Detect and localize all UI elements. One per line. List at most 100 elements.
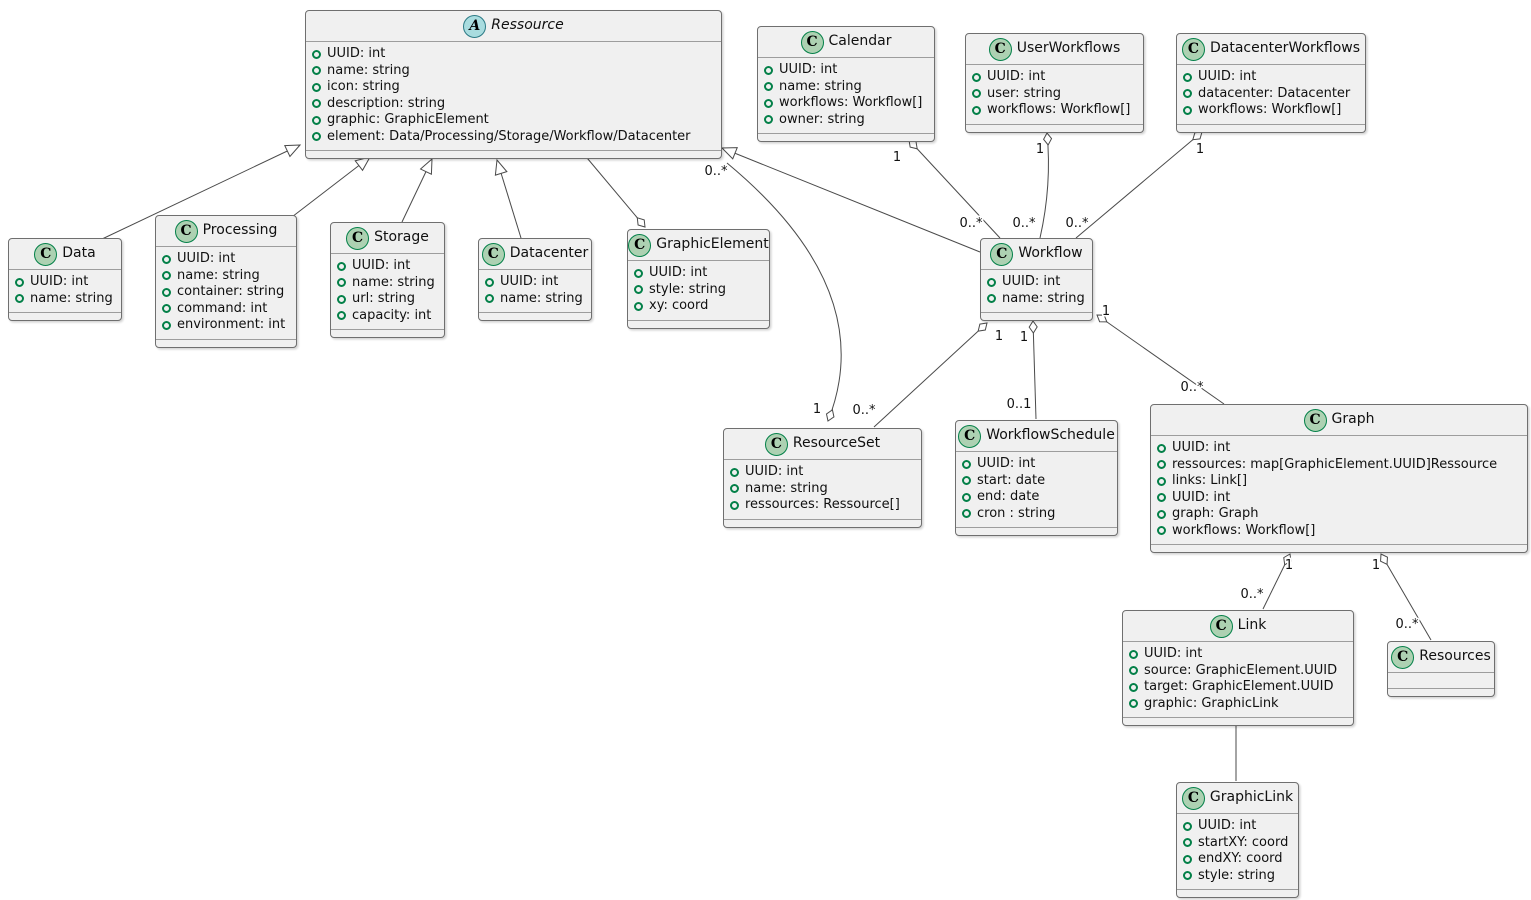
field-visibility-icon bbox=[962, 476, 971, 486]
attribute-text: element: Data/Processing/Storage/Workflo… bbox=[327, 128, 691, 144]
field-visibility-icon bbox=[312, 82, 321, 92]
attribute-row: graphic: GraphicLink bbox=[1129, 696, 1345, 713]
attribute-text: description: string bbox=[327, 95, 446, 111]
multiplicity-label: 0..* bbox=[1012, 216, 1036, 231]
field-visibility-icon bbox=[962, 492, 971, 502]
edge-graph-resources bbox=[1380, 553, 1432, 641]
field-visibility-icon bbox=[764, 65, 773, 75]
field-visibility-icon bbox=[312, 99, 321, 109]
field-visibility-icon bbox=[634, 268, 643, 278]
attribute-text: UUID: int bbox=[987, 69, 1046, 84]
attribute-row: endXY: coord bbox=[1183, 851, 1290, 868]
class-title: C Processing bbox=[156, 216, 296, 247]
attribute-text: UUID: int bbox=[30, 274, 89, 289]
attribute-row: UUID: int bbox=[972, 69, 1135, 86]
field-visibility-icon bbox=[730, 484, 739, 494]
field-visibility-icon bbox=[962, 459, 971, 469]
abstract-class-icon: A bbox=[463, 14, 487, 38]
methods-compartment bbox=[306, 151, 721, 158]
attribute-text: container: string bbox=[177, 284, 285, 299]
edge-workflow-extends-ressource bbox=[720, 147, 981, 253]
attribute-row: UUID: int bbox=[1157, 490, 1519, 507]
class-name: UserWorkflows bbox=[1016, 40, 1121, 56]
class-icon: C bbox=[990, 242, 1014, 266]
field-visibility-icon bbox=[15, 277, 24, 287]
attribute-row: command: int bbox=[162, 301, 288, 318]
field-visibility-icon bbox=[1183, 105, 1192, 115]
class-title: C Link bbox=[1123, 611, 1353, 642]
multiplicity-label: 1 bbox=[1372, 558, 1380, 573]
attribute-row: UUID: int bbox=[485, 274, 583, 291]
methods-compartment bbox=[1151, 545, 1527, 552]
field-visibility-icon bbox=[764, 82, 773, 92]
attribute-row: graphic: GraphicElement bbox=[312, 112, 713, 129]
field-visibility-icon bbox=[1129, 699, 1138, 709]
field-visibility-icon bbox=[337, 294, 346, 304]
attribute-row: UUID: int bbox=[15, 274, 113, 291]
class-icon: C bbox=[346, 226, 370, 250]
field-visibility-icon bbox=[1129, 666, 1138, 676]
attribute-row: owner: string bbox=[764, 112, 926, 129]
class-title: C GraphicLink bbox=[1177, 783, 1298, 814]
attribute-row: links: Link[] bbox=[1157, 473, 1519, 490]
field-visibility-icon bbox=[1183, 89, 1192, 99]
attribute-text: workflows: Workflow[] bbox=[1198, 102, 1342, 117]
field-visibility-icon bbox=[634, 301, 643, 311]
attribute-text: name: string bbox=[177, 267, 260, 283]
field-visibility-icon bbox=[972, 72, 981, 82]
field-visibility-icon bbox=[730, 500, 739, 510]
attribute-text: icon: string bbox=[327, 79, 400, 94]
field-visibility-icon bbox=[1183, 871, 1192, 881]
class-name: Data bbox=[62, 245, 96, 261]
attribute-text: url: string bbox=[352, 291, 416, 306]
attribute-text: graph: Graph bbox=[1172, 506, 1259, 521]
field-visibility-icon bbox=[485, 294, 494, 304]
attribute-text: user: string bbox=[987, 85, 1061, 101]
attribute-row: UUID: int bbox=[987, 274, 1084, 291]
class-title: C GraphicElement bbox=[628, 230, 769, 261]
methods-compartment bbox=[724, 520, 921, 527]
attribute-row: UUID: int bbox=[962, 456, 1109, 473]
attribute-row: UUID: int bbox=[764, 62, 926, 79]
field-visibility-icon bbox=[162, 271, 171, 281]
edge-ressource-graphicelement bbox=[576, 145, 646, 228]
attribute-row: name: string bbox=[987, 291, 1085, 308]
field-visibility-icon bbox=[1129, 649, 1138, 659]
field-visibility-icon bbox=[764, 98, 773, 108]
field-visibility-icon bbox=[1183, 838, 1192, 848]
attribute-row: container: string bbox=[162, 284, 288, 301]
class-icon: C bbox=[958, 424, 982, 448]
attribute-row: workflows: Workflow[] bbox=[1157, 523, 1519, 540]
attribute-row: UUID: int bbox=[162, 251, 288, 268]
field-visibility-icon bbox=[634, 285, 643, 295]
attribute-row: workflows: Workflow[] bbox=[764, 95, 926, 112]
edge-graph-link bbox=[1262, 553, 1292, 610]
class-title: C DatacenterWorkflows bbox=[1177, 34, 1365, 65]
attribute-text: UUID: int bbox=[500, 274, 559, 289]
methods-compartment bbox=[981, 313, 1092, 320]
attribute-row: name: string bbox=[485, 291, 583, 308]
attribute-text: UUID: int bbox=[779, 62, 838, 77]
attribute-text: UUID: int bbox=[1172, 489, 1231, 505]
field-visibility-icon bbox=[1157, 460, 1166, 470]
attribute-text: style: string bbox=[1198, 867, 1276, 883]
attribute-text: endXY: coord bbox=[1198, 851, 1283, 866]
field-visibility-icon bbox=[162, 320, 171, 330]
attribute-text: xy: coord bbox=[649, 298, 709, 313]
